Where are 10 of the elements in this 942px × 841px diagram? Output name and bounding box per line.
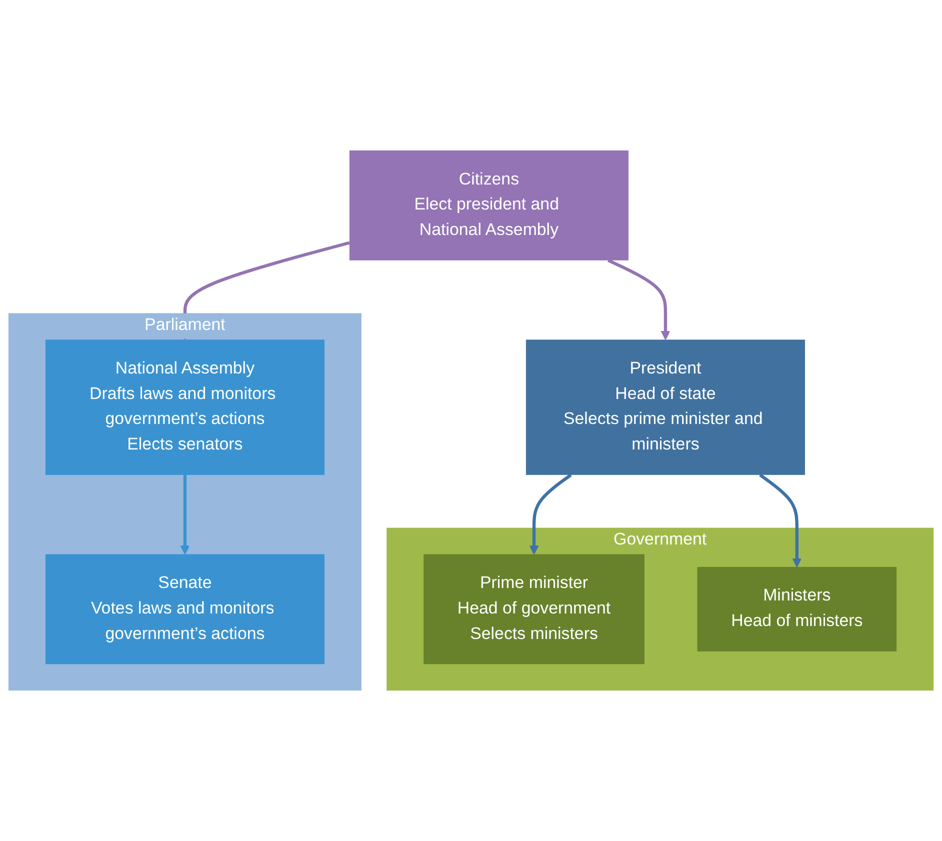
node-box: Senate Votes laws and monitors government’s actions [45, 554, 324, 664]
node-box: Prime minister Head of government Selects ministers [424, 554, 644, 664]
arrow [529, 474, 572, 555]
arrow [608, 258, 670, 340]
node-box: Ministers Head of ministers [697, 566, 897, 652]
arrow [180, 474, 190, 555]
arrow [759, 474, 802, 568]
node-box: President Head of state Selects prime minister and ministers [526, 340, 805, 475]
node-box: National Assembly Drafts laws and monitors government’s actions Elects senators [45, 340, 324, 475]
node-box: Citizens Elect president and National Assembly [349, 150, 628, 260]
